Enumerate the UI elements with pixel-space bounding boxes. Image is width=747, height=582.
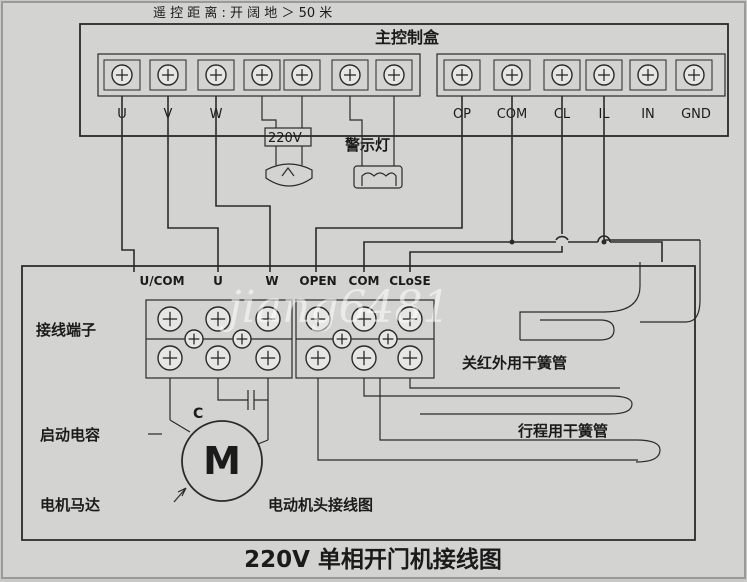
controller-terminal-screw-icon	[383, 64, 405, 86]
motor-head-terminal-label: U	[213, 274, 223, 288]
remote-range-note: 遥 控 距 离 : 开 阔 地 ＞ 50 米	[153, 5, 332, 21]
controller-terminal-screw-icon	[501, 64, 523, 86]
warning-lamp-icon	[353, 165, 403, 189]
capacitor-letter: C	[193, 406, 203, 422]
motor-head-terminal-screw-icon	[351, 306, 377, 332]
motor-head-terminal-label: OPEN	[299, 274, 336, 288]
motor-head-terminal-screw-icon	[378, 329, 398, 349]
motor-icon	[181, 420, 263, 502]
wires	[121, 96, 700, 272]
controller-terminal-screw-icon	[593, 64, 615, 86]
motor-head-terminal-label: U/COM	[139, 274, 184, 288]
controller-terminal-screw-icon	[157, 64, 179, 86]
motor-label: 电机马达	[40, 496, 100, 514]
controller-terminal-screw-icon	[111, 64, 133, 86]
motor-head-terminal-screw-icon	[397, 306, 423, 332]
controller-terminal-screw-icon	[291, 64, 313, 86]
motor-head-terminal-screw-icon	[305, 306, 331, 332]
lamp-bulb-icon	[265, 163, 313, 187]
controller-terminal-screws	[103, 59, 713, 91]
controller-terminal-screw-icon	[339, 64, 361, 86]
motor-head-terminal-screws	[157, 306, 423, 371]
motor-head-terminal-screw-icon	[255, 345, 281, 371]
controller-terminal-label: IN	[641, 107, 655, 122]
motor-head-box: U/COM U W OPEN COM CLoSE 接线端子 C 启动电容 M 电机马达 电…	[21, 240, 701, 541]
start-capacitor-label: 启动电容	[40, 426, 100, 444]
controller-terminal-screw-icon	[251, 64, 273, 86]
controller-terminal-label: GND	[681, 107, 711, 122]
motor-head-terminal-screw-icon	[157, 345, 183, 371]
controller-terminal-screw-icon	[637, 64, 659, 86]
motor-head-terminal-screw-icon	[305, 345, 331, 371]
motor-head-terminal-labels: U/COM U W OPEN COM CLoSE	[139, 274, 430, 288]
lamp-group: 220V 警示灯	[264, 127, 403, 189]
motor-head-terminal-screw-icon	[157, 306, 183, 332]
motor-head-terminal-screw-icon	[205, 345, 231, 371]
motor-head-terminal-screw-icon	[397, 345, 423, 371]
controller-terminal-screw-icon	[205, 64, 227, 86]
motor-head-terminal-screw-icon	[184, 329, 204, 349]
motor-head-terminal-label: W	[265, 274, 278, 288]
warning-lamp-label: 警示灯	[344, 136, 390, 154]
motor-head-terminal-screw-icon	[205, 306, 231, 332]
watermark-text: jiang6481	[219, 282, 450, 333]
controller-terminal-screw-icon	[451, 64, 473, 86]
infrared-reed-label: 关红外用干簧管	[462, 354, 567, 372]
lamp-voltage-label: 220V	[268, 131, 302, 146]
motor-head-terminal-screw-icon	[332, 329, 352, 349]
motor-head-wiring-label: 电动机头接线图	[268, 496, 373, 514]
limit-reed-label: 行程用干簧管	[517, 422, 608, 440]
motor-head-terminal-screw-icon	[255, 306, 281, 332]
motor-letter: M	[203, 439, 241, 483]
controller-title: 主控制盒	[375, 28, 440, 47]
controller-terminal-screw-icon	[683, 64, 705, 86]
motor-head-terminal-screw-icon	[232, 329, 252, 349]
diagram-caption: 220V 单相开门机接线图	[244, 546, 502, 573]
motor-head-terminal-screw-icon	[351, 345, 377, 371]
motor-head-terminal-label: CLoSE	[389, 274, 431, 288]
terminal-block-label: 接线端子	[36, 321, 96, 339]
controller-terminal-screw-icon	[551, 64, 573, 86]
motor-head-terminal-label: COM	[349, 274, 380, 288]
